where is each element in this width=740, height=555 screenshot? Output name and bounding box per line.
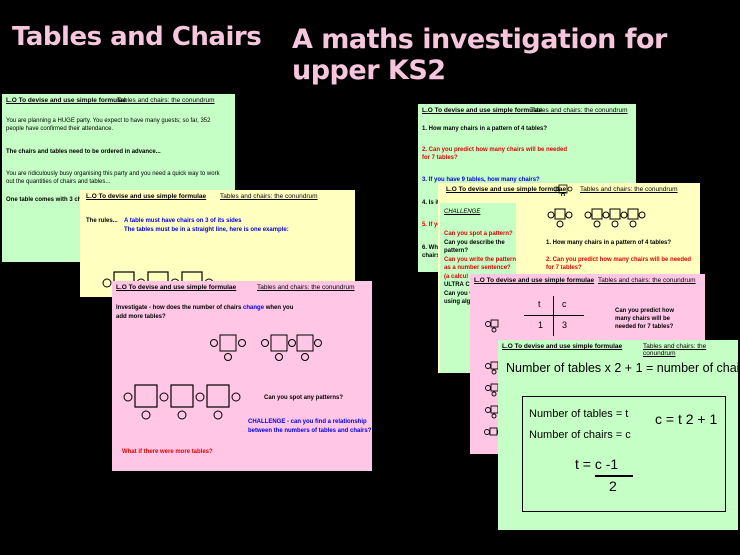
q4-2b: for 7 tables? [422,155,458,161]
c-6: Can you w [444,291,475,297]
pattern-diagram [123,334,322,420]
slide-lo: L.O To devise and use simple formulae [446,186,567,193]
q4-2: 2. Can you predict how many chairs will … [422,147,568,153]
q5-2: 2. Can you predict how many chairs will … [546,257,692,263]
predict-3: needed for 7 tables? [615,324,674,330]
val-c-1: 3 [562,320,568,330]
investigate-change: change [243,305,265,311]
predict-1: Can you predict how [615,308,675,314]
more-tables: What if there were more tables? [122,449,213,455]
formula-box: Number of tables = t Number of chairs = … [522,396,726,512]
q4-6: 6. What [422,245,444,251]
slide-investigate: L.O To devise and use simple formulae Ta… [112,281,372,471]
slide-sub: Tables and chairs: the conundrum [220,193,318,200]
intro-p1: You are planning a HUGE party. You expec… [6,118,211,132]
c-2b: pattern? [444,248,468,254]
challenge-2: between the numbers of tables and chairs… [248,428,372,434]
col-c: c [562,299,567,309]
col-t: t [538,299,541,309]
fraction-bar [595,475,633,477]
q4-4: 4. Is it [422,200,440,206]
q4-3: 3. If you have 9 tables, how many chairs… [422,177,540,183]
c-2: Can you describe the [444,240,505,246]
intro-p3: You are ridiculously busy organising thi… [6,171,220,185]
rules-heading: The rules... [86,218,118,224]
q5-2b: for 7 tables? [546,265,582,271]
slide-lo: L.O To devise and use simple formulae [474,277,595,284]
rule-1: A table must have chairs on 3 of its sid… [124,218,242,224]
c-1: Can you spot a pattern? [444,231,513,237]
c-3: Can you write the pattern [444,257,517,263]
c-3b: as a number sentence? [444,265,511,271]
slide-sub: Tables and chairs: the conundrum [257,284,355,291]
formula-words: Number of tables x 2 + 1 = number of cha… [506,361,738,375]
subtitle: A maths investigation for upper KS2 [292,24,667,86]
slide-lo: L.O To devise and use simple formulae [86,193,207,200]
slide-sub: Tables and chairs: the conundrum [643,343,707,357]
predict-2: many chairs will be [615,316,671,322]
c-5: ULTRA CH [444,282,474,288]
investigate-c: when you [264,305,294,311]
q4-1: 1. How many chairs in a pattern of 4 tab… [422,126,548,132]
chairs-var: Number of chairs = c [529,429,631,441]
equation-t-denominator: 2 [609,478,617,494]
equation-t-numerator: t = c -1 [575,456,619,472]
c-7: using alg [444,299,471,305]
main-title: Tables and Chairs [12,22,262,52]
slide-sub: Tables and chairs: the conundrum [117,97,215,104]
challenge-heading: CHALLENGE [444,209,481,215]
investigate-d: add more tables? [116,314,166,320]
slide-lo: L.O To devise and use simple formulae [116,284,237,291]
slide-rules: L.O To devise and use simple formulae Ta… [80,190,355,297]
slide-sub: Tables and chairs: the conundrum [598,277,696,284]
c-4: (a calcul [444,274,469,280]
slide-sub: Tables and chairs: the conundrum [580,186,678,193]
slide-formula: L.O To devise and use simple formulae Ta… [498,340,738,530]
val-t-1: 1 [538,320,544,330]
q4-6b: chairs a [422,253,445,259]
tables-var: Number of tables = t [529,408,629,420]
spot-patterns: Can you spot any patterns? [264,395,344,401]
rule-2: The tables must be in a straight line, h… [124,227,289,233]
intro-p2: The chairs and tables need to be ordered… [6,149,161,155]
equation-c: c = t 2 + 1 [655,411,718,427]
slide-lo: L.O To devise and use simple formulae [502,343,623,350]
investigate-a: Investigate - how does the number of cha… [116,305,244,311]
mini-pattern-icon [553,184,573,196]
q4-5: 5. If you [422,222,445,228]
value-table: t c 1 3 [524,296,584,336]
slide-lo: L.O To devise and use simple formulae [422,107,543,114]
slide-sub: Tables and chairs: the conundrum [530,107,628,114]
intro-p4: One table comes with 3 chairs [6,197,93,203]
slide-lo: L.O To devise and use simple formulae [6,97,127,104]
challenge-1: CHALLENGE - can you find a relationship [248,419,367,425]
q5-1: 1. How many chairs in a pattern of 4 tab… [546,240,672,246]
pattern-diagram-small [547,208,646,228]
